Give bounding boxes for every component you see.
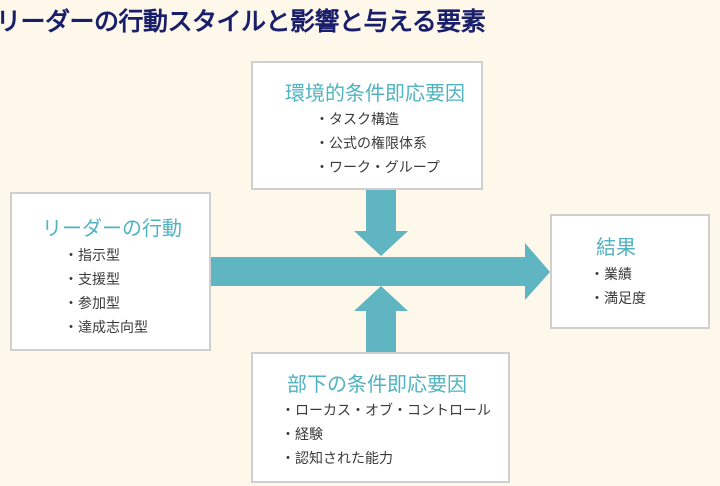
diagram-title: リーダーの行動スタイルと影響と与える要素 (0, 7, 486, 36)
subordinate-factors-list: ローカス・オブ・コントロール 経験 認知された能力 (285, 399, 491, 471)
result-box: 結果 業績 満足度 (550, 214, 710, 329)
list-item: 認知された能力 (285, 447, 491, 471)
result-list: 業績 満足度 (594, 263, 646, 311)
arrow-up-icon (354, 286, 408, 352)
list-item: 公式の権限体系 (319, 132, 440, 156)
list-item: タスク構造 (319, 108, 440, 132)
list-item: 参加型 (68, 292, 148, 316)
environment-factors-title: 環境的条件即応要因 (285, 81, 465, 105)
environment-factors-list: タスク構造 公式の権限体系 ワーク・グループ (319, 108, 440, 180)
leader-behavior-list: 指示型 支援型 参加型 達成志向型 (68, 244, 148, 340)
leader-behavior-title: リーダーの行動 (42, 216, 182, 240)
environment-factors-box: 環境的条件即応要因 タスク構造 公式の権限体系 ワーク・グループ (251, 61, 483, 190)
arrow-right-icon (211, 243, 550, 300)
result-title: 結果 (596, 235, 636, 259)
list-item: ローカス・オブ・コントロール (285, 399, 491, 423)
subordinate-factors-title: 部下の条件即応要因 (287, 372, 467, 396)
list-item: 経験 (285, 423, 491, 447)
list-item: 支援型 (68, 268, 148, 292)
list-item: 満足度 (594, 287, 646, 311)
list-item: 達成志向型 (68, 316, 148, 340)
subordinate-factors-box: 部下の条件即応要因 ローカス・オブ・コントロール 経験 認知された能力 (251, 352, 510, 483)
leader-behavior-box: リーダーの行動 指示型 支援型 参加型 達成志向型 (10, 192, 211, 351)
list-item: ワーク・グループ (319, 156, 440, 180)
list-item: 指示型 (68, 244, 148, 268)
arrow-down-icon (354, 190, 408, 256)
list-item: 業績 (594, 263, 646, 287)
